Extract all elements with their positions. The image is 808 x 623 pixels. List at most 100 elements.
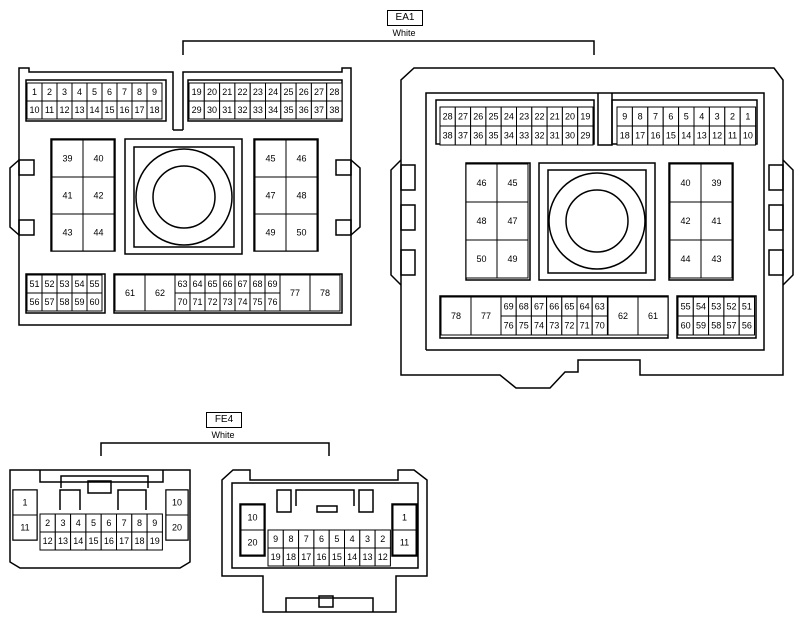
- pin-cell: 66: [546, 296, 563, 317]
- pin-number: 25: [283, 87, 293, 97]
- pin-cell: 31: [219, 100, 236, 120]
- pin-cell: 30: [203, 100, 221, 120]
- pin-number: 46: [296, 154, 306, 164]
- pin-cell: 19: [267, 547, 284, 567]
- pin-number: 57: [44, 297, 54, 307]
- pin-cell: 15: [85, 531, 102, 551]
- pin-number: 2: [730, 112, 735, 122]
- pin-number: 1: [745, 112, 750, 122]
- pin-number: 25: [489, 112, 499, 122]
- pin-cell: 12: [708, 125, 726, 146]
- pin-number: 38: [443, 131, 453, 141]
- pin-number: 64: [192, 279, 202, 289]
- pin-cell: 57: [723, 315, 740, 336]
- pin-cell: 68: [515, 296, 532, 317]
- pin-cell: 9: [267, 529, 284, 549]
- pin-number: 61: [648, 311, 658, 321]
- pin-cell: 19: [188, 82, 205, 102]
- pin-number: 70: [595, 321, 605, 331]
- pin-number: 51: [742, 302, 752, 312]
- pin-cell: 20: [561, 106, 579, 127]
- pin-number: 77: [481, 311, 491, 321]
- pin-cell: 71: [189, 292, 206, 312]
- pin-cell: 35: [485, 125, 502, 146]
- pin-number: 38: [329, 105, 339, 115]
- pin-cell: 4: [71, 82, 88, 102]
- pin-cell: 2: [724, 106, 741, 127]
- pin-cell: 58: [56, 292, 73, 312]
- pin-cell: 44: [82, 213, 115, 252]
- pin-cell: 15: [662, 125, 680, 146]
- pin-number: 28: [443, 112, 453, 122]
- pin-cell: 4: [70, 513, 87, 533]
- pin-number: 15: [332, 552, 342, 562]
- pin-number: 43: [711, 254, 721, 264]
- pin-cell: 6: [662, 106, 680, 127]
- pin-number: 2: [47, 87, 52, 97]
- pin-cell: 72: [204, 292, 221, 312]
- pin-number: 50: [476, 254, 486, 264]
- pin-cell: 60: [86, 292, 103, 312]
- pin-number: 47: [507, 216, 517, 226]
- pin-cell: 74: [234, 292, 251, 312]
- pin-cell: 75: [515, 315, 532, 336]
- pin-cell: 13: [693, 125, 710, 146]
- pin-cell: 13: [54, 531, 72, 551]
- pin-cell: 1: [392, 504, 417, 531]
- pin-number: 15: [89, 536, 99, 546]
- pin-number: 17: [134, 105, 144, 115]
- pin-number: 53: [711, 302, 721, 312]
- pin-number: 18: [620, 131, 630, 141]
- pin-number: 30: [565, 131, 575, 141]
- pin-number: 7: [304, 534, 309, 544]
- pin-number: 61: [125, 288, 135, 298]
- pin-cell: 20: [165, 514, 189, 541]
- fe4-color-label: White: [211, 430, 235, 440]
- pin-number: 13: [362, 552, 372, 562]
- pin-number: 14: [73, 536, 83, 546]
- pin-number: 6: [668, 112, 673, 122]
- pin-cell: 1: [26, 82, 43, 102]
- pin-cell: 15: [101, 100, 118, 120]
- pin-cell: 65: [204, 274, 221, 294]
- pin-cell: 56: [738, 315, 756, 336]
- pin-cell: 11: [724, 125, 741, 146]
- pin-number: 7: [653, 112, 658, 122]
- pin-number: 41: [711, 216, 721, 226]
- pin-cell: 11: [41, 100, 58, 120]
- pin-number: 35: [489, 131, 499, 141]
- pin-cell: 76: [264, 292, 281, 312]
- pin-cell: 63: [174, 274, 191, 294]
- pin-number: 9: [152, 87, 157, 97]
- pin-number: 40: [93, 154, 103, 164]
- pin-number: 78: [320, 288, 330, 298]
- pin-number: 29: [580, 131, 590, 141]
- pin-number: 48: [296, 191, 306, 201]
- pin-number: 54: [74, 279, 84, 289]
- pin-number: 16: [317, 552, 327, 562]
- pin-number: 20: [207, 87, 217, 97]
- pin-number: 17: [635, 131, 645, 141]
- ea1-connector-tag: EA1: [387, 10, 423, 26]
- pin-number: 60: [681, 321, 691, 331]
- pin-cell: 48: [285, 176, 318, 215]
- pin-cell: 34: [265, 100, 282, 120]
- pin-number: 35: [283, 105, 293, 115]
- pin-number: 13: [74, 105, 84, 115]
- pin-cell: 4: [344, 529, 361, 549]
- pin-cell: 19: [146, 531, 163, 551]
- pin-number: 3: [62, 87, 67, 97]
- pin-cell: 2: [39, 513, 56, 533]
- pin-number: 76: [504, 321, 514, 331]
- pin-cell: 8: [131, 82, 148, 102]
- pin-cell: 73: [219, 292, 236, 312]
- pin-number: 36: [473, 131, 483, 141]
- pin-number: 31: [222, 105, 232, 115]
- pin-number: 3: [715, 112, 720, 122]
- pin-cell: 23: [516, 106, 533, 127]
- ea1-bracket: [182, 40, 595, 55]
- pin-cell: 37: [310, 100, 328, 120]
- pin-number: 69: [267, 279, 277, 289]
- pin-cell: 15: [328, 547, 346, 567]
- pin-number: 37: [458, 131, 468, 141]
